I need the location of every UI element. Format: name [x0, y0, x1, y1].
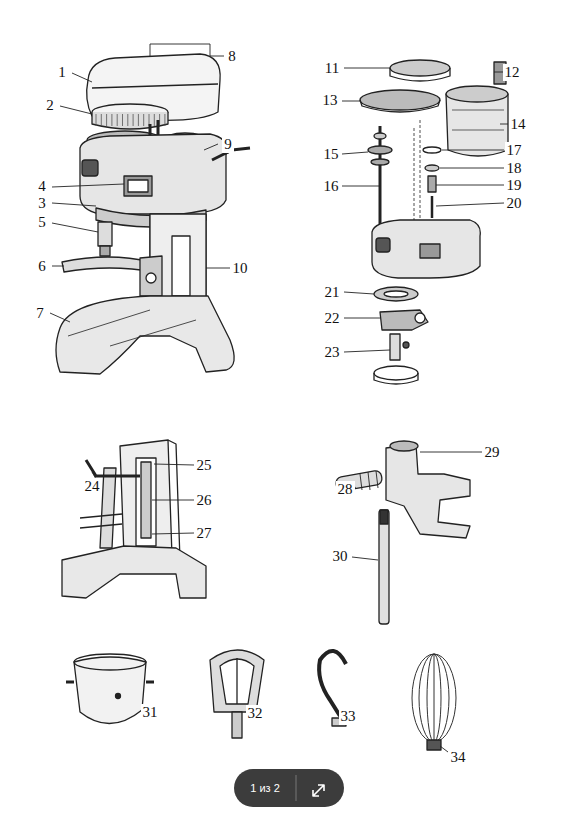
- callout-number: 16: [322, 178, 341, 195]
- callout-number: 14: [509, 116, 528, 133]
- callout-number: 12: [503, 64, 522, 81]
- callout-number: 8: [226, 48, 238, 65]
- callout-number: 21: [323, 284, 342, 301]
- gear-tooth: [143, 114, 144, 126]
- callout-number: 25: [195, 457, 214, 474]
- gear-tooth: [117, 114, 118, 126]
- mixer-assembly: [50, 44, 250, 374]
- column-lift: [62, 440, 206, 598]
- gear-tooth: [101, 114, 102, 126]
- gear-tooth: [138, 114, 139, 126]
- callout-number: 26: [195, 492, 214, 509]
- accessories: [66, 650, 456, 752]
- callout-number: 24: [83, 478, 102, 495]
- callout-number: 29: [483, 444, 502, 461]
- callout-number: 17: [505, 142, 524, 159]
- gear-tooth: [96, 114, 97, 126]
- callout-number: 11: [323, 60, 341, 77]
- gear-tooth: [122, 114, 123, 126]
- callout-number: 30: [331, 548, 350, 565]
- callout-number: 1: [56, 64, 68, 81]
- callout-number: 32: [246, 705, 265, 722]
- callout-number: 6: [36, 258, 48, 275]
- bowl-arm: [335, 441, 482, 624]
- gear-tooth: [154, 114, 155, 126]
- callout-number: 3: [36, 195, 48, 212]
- callout-number: 9: [222, 136, 234, 153]
- callout-number: 33: [339, 708, 358, 725]
- callout-number: 20: [505, 195, 524, 212]
- gear-tooth: [111, 114, 112, 126]
- callout-number: 22: [323, 310, 342, 327]
- page-counter: 1 из 2: [248, 782, 282, 795]
- gear-tooth: [133, 114, 134, 126]
- callout-number: 19: [505, 177, 524, 194]
- gear-tooth: [164, 114, 165, 126]
- callout-number: 34: [449, 749, 468, 766]
- head-exploded: [342, 60, 508, 384]
- callout-number: 28: [336, 481, 355, 498]
- callout-number: 27: [195, 525, 214, 542]
- gear-tooth: [127, 114, 128, 126]
- gear-tooth: [106, 114, 107, 126]
- callout-number: 7: [34, 305, 46, 322]
- callout-number: 2: [44, 97, 56, 114]
- callout-number: 15: [322, 146, 341, 163]
- callout-number: 18: [505, 160, 524, 177]
- callout-number: 31: [141, 704, 160, 721]
- callout-number: 5: [36, 214, 48, 231]
- callout-number: 13: [321, 92, 340, 109]
- callout-number: 4: [36, 178, 48, 195]
- callout-number: 10: [231, 260, 250, 277]
- callout-number: 23: [323, 344, 342, 361]
